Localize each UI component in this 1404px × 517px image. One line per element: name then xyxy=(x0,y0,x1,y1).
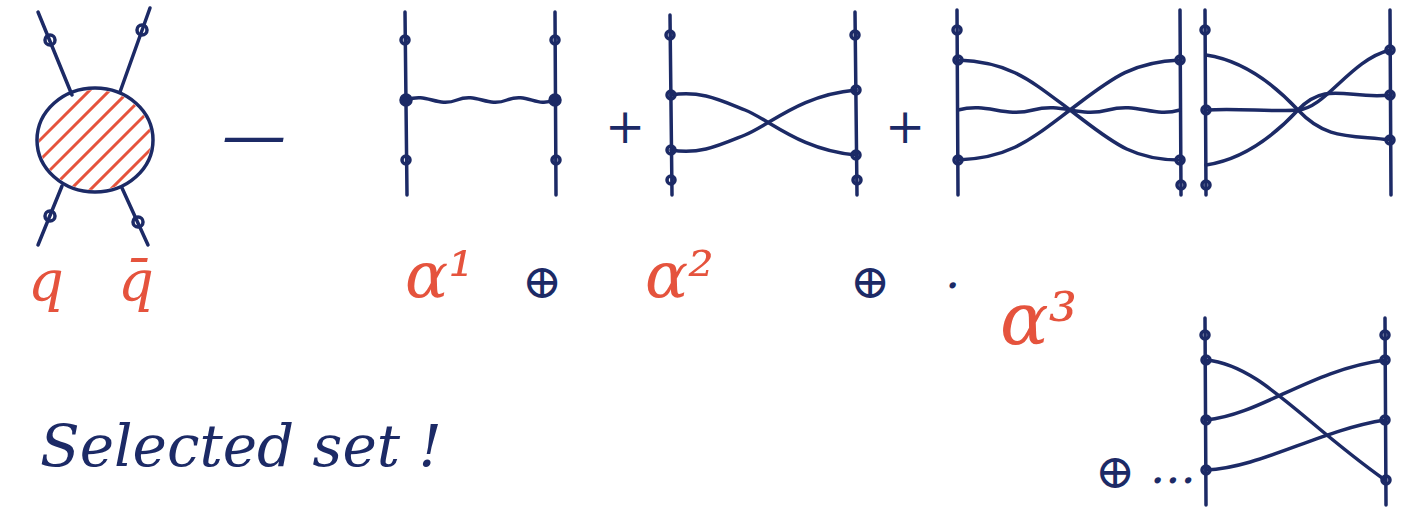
plus-sign: + xyxy=(605,100,645,153)
circled-plus: ⊕ xyxy=(1095,445,1135,498)
particle-label: q xyxy=(28,250,64,312)
plus-sign: + xyxy=(885,100,925,153)
order-label: α² xyxy=(645,240,714,310)
order-label: α³ xyxy=(1000,280,1077,359)
circled-plus: ⊕ xyxy=(850,255,890,308)
circled-plus: ⊕ xyxy=(522,255,562,308)
equals-dash: — xyxy=(222,100,286,170)
order-label: α¹ xyxy=(405,240,474,310)
dot-mark: . xyxy=(945,245,960,298)
particle-label: q̄ xyxy=(118,250,154,312)
ellipsis-mark: ... xyxy=(1150,440,1196,493)
note-text: Selected set ! xyxy=(40,415,442,479)
